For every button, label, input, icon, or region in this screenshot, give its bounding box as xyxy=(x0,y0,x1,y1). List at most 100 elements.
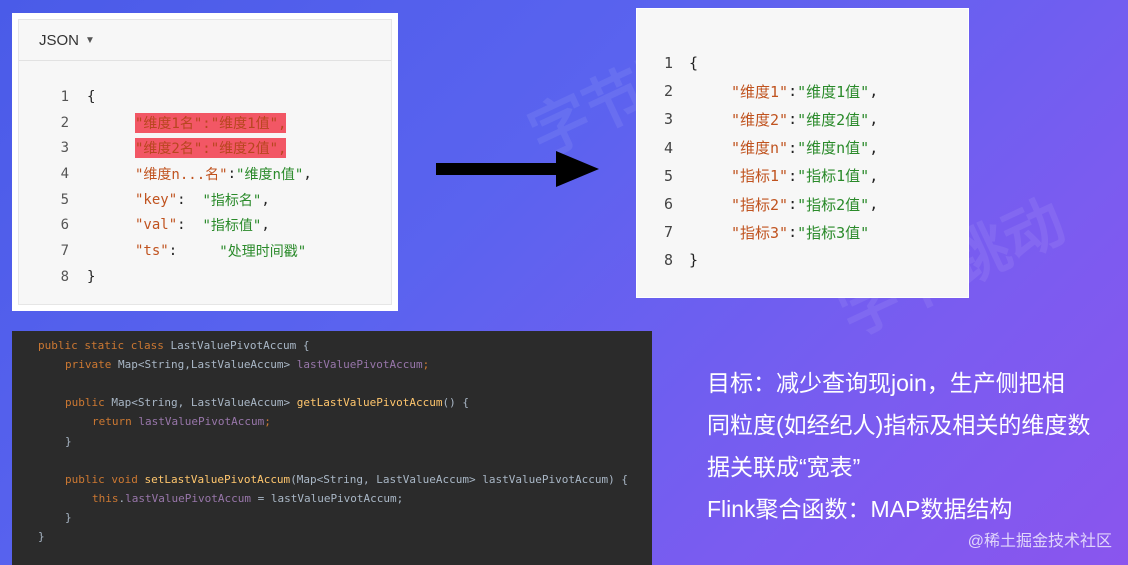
keyword: private xyxy=(65,358,118,372)
colon: : xyxy=(788,110,798,129)
highlighted-pair: "维度1名":"维度1值", xyxy=(135,112,287,133)
colon: : xyxy=(177,217,203,234)
java-code-panel: public static class LastValuePivotAccum … xyxy=(12,331,652,565)
json-key: "指标1" xyxy=(731,167,789,186)
code-line: return lastValuePivotAccum; xyxy=(12,412,652,431)
code-line: public Map<String, LastValueAccum> getLa… xyxy=(12,393,652,412)
caret-down-icon: ▼ xyxy=(85,34,95,46)
open-brace: { xyxy=(87,88,96,105)
json-value: "指标1值" xyxy=(797,167,870,186)
comma: , xyxy=(869,110,879,129)
result-json-panel: 1 { 2 "维度1":"维度1值", 3 "维度2":"维度2值", 4 "维… xyxy=(636,8,969,298)
colon: : xyxy=(788,195,798,214)
close-brace: } xyxy=(87,268,96,285)
semicolon: ; xyxy=(422,358,430,372)
json-key: "ts" xyxy=(135,242,169,259)
close-brace: } xyxy=(65,510,72,524)
keyword: public xyxy=(65,396,112,410)
class-name: LastValuePivotAccum { xyxy=(170,339,310,353)
code-line: public static class LastValuePivotAccum … xyxy=(12,336,652,355)
colon: : xyxy=(168,242,220,259)
code-line: 4 "维度n":"维度n值", xyxy=(637,134,878,162)
colon: : xyxy=(202,115,211,132)
json-key: "指标3" xyxy=(731,223,789,242)
json-key: "维度1名" xyxy=(135,115,203,132)
json-key: "val" xyxy=(135,217,178,234)
line-number: 3 xyxy=(60,140,69,157)
code-line: 4 "维度n...名":"维度n值", xyxy=(19,161,391,187)
json-code-panel: JSON ▼ 1 { 2 "维度1名":"维度1值", 3 "维度2名":"维度… xyxy=(12,13,398,311)
code-line: 1 { xyxy=(19,84,391,110)
code-line: 8 } xyxy=(19,264,391,290)
goal-line: 同粒度(如经纪人)指标及相关的维度数 xyxy=(707,412,1091,438)
code-line: 2 "维度1名":"维度1值", xyxy=(19,110,391,136)
colon: : xyxy=(788,138,798,157)
comma: , xyxy=(261,191,270,208)
comma: , xyxy=(869,138,879,157)
code-line: 6 "val": "指标值", xyxy=(19,212,391,238)
colon: : xyxy=(788,82,798,101)
json-value: "维度1值" xyxy=(210,115,279,132)
json-value: "维度1值" xyxy=(797,82,870,101)
line-number: 4 xyxy=(60,165,69,182)
open-brace: { xyxy=(689,54,699,73)
json-value: "指标名" xyxy=(202,192,262,209)
json-key: "指标2" xyxy=(731,195,789,214)
code-line: 2 "维度1":"维度1值", xyxy=(637,77,878,105)
code-line: private Map<String,LastValueAccum> lastV… xyxy=(12,355,652,374)
comma: , xyxy=(278,141,287,158)
field: lastValuePivotAccum xyxy=(138,415,265,429)
colon: : xyxy=(202,141,211,158)
line-number: 1 xyxy=(663,54,673,73)
line-number: 8 xyxy=(663,251,673,270)
line-number: 7 xyxy=(60,242,69,259)
colon: : xyxy=(177,191,203,208)
json-value: "指标值" xyxy=(202,218,262,235)
code-line: 3 "维度2":"维度2值", xyxy=(637,105,878,133)
keyword: public static class xyxy=(38,339,171,353)
json-key: "维度2名" xyxy=(135,141,203,158)
code-line: 6 "指标2":"指标2值", xyxy=(637,190,878,218)
code-line: 1 { xyxy=(637,49,878,77)
keyword: return xyxy=(92,415,139,429)
line-number: 4 xyxy=(663,138,673,157)
json-format-label: JSON xyxy=(39,31,80,49)
code-line: } xyxy=(12,527,652,546)
code-line: 3 "维度2名":"维度2值", xyxy=(19,135,391,161)
line-number: 5 xyxy=(663,166,673,185)
json-key: "维度n...名" xyxy=(135,166,228,183)
code-line: this.lastValuePivotAccum = lastValuePivo… xyxy=(12,489,652,508)
colon: : xyxy=(788,223,798,242)
code-line xyxy=(12,451,652,470)
line-number: 7 xyxy=(663,223,673,242)
code-line: 5 "key": "指标名", xyxy=(19,187,391,213)
assignment: = lastValuePivotAccum; xyxy=(250,491,404,505)
dot: . xyxy=(118,491,126,505)
close-brace: } xyxy=(38,529,45,543)
code-line xyxy=(12,374,652,393)
line-number: 1 xyxy=(60,88,69,105)
code-line: 8 } xyxy=(637,246,878,274)
parens: () { xyxy=(442,396,470,410)
right-arrow-icon xyxy=(436,151,599,187)
line-number: 6 xyxy=(60,217,69,234)
line-number: 3 xyxy=(663,110,673,129)
field: lastValuePivotAccum xyxy=(125,491,251,505)
comma: , xyxy=(303,165,312,182)
highlighted-pair: "维度2名":"维度2值", xyxy=(135,138,287,159)
line-number: 2 xyxy=(60,114,69,131)
type: Map<String,LastValueAccum> xyxy=(117,358,297,372)
json-format-dropdown[interactable]: JSON ▼ xyxy=(19,20,391,61)
keyword: public void xyxy=(65,472,145,486)
comma: , xyxy=(869,195,879,214)
line-number: 2 xyxy=(663,82,673,101)
result-code-lines: 1 { 2 "维度1":"维度1值", 3 "维度2":"维度2值", 4 "维… xyxy=(637,49,878,275)
json-value: "指标3值" xyxy=(797,223,870,242)
json-editor: JSON ▼ 1 { 2 "维度1名":"维度1值", 3 "维度2名":"维度… xyxy=(18,19,392,305)
line-number: 8 xyxy=(60,268,69,285)
code-line: public void setLastValuePivotAccum(Map<S… xyxy=(12,470,652,489)
code-line: 7 "ts": "处理时间戳" xyxy=(19,238,391,264)
params: (Map<String, LastValueAccum> lastValuePi… xyxy=(290,472,628,486)
comma: , xyxy=(278,115,287,132)
